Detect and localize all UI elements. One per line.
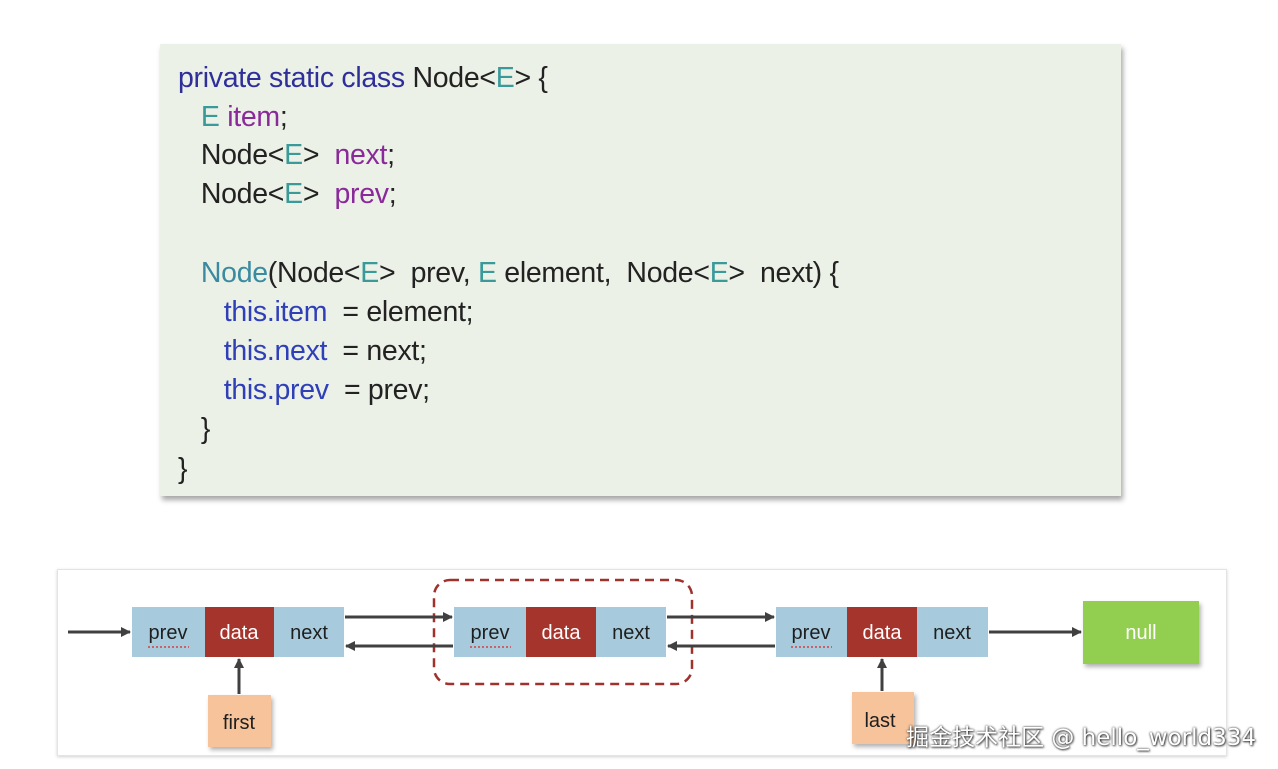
code-card: private static class Node<E> { E item; N… [160,44,1121,496]
code-token: = prev; [328,374,430,406]
code-token: item [219,101,280,133]
first-label: first [223,712,256,734]
code-token: > next) { [728,257,839,289]
code-token: E [477,257,497,289]
code-line-3: Node<E> next; [178,138,395,172]
node-1-data-label: data [220,622,260,644]
node-1-data-cell [205,607,274,657]
code-token: E [360,257,379,289]
node-3-data-cell [847,607,917,657]
code-line-7: this.item = element; [178,295,474,329]
node-3-prev-label: prev [792,622,831,644]
node-1: prev data next [132,607,344,657]
code-token: element, Node< [496,257,710,289]
code-token [178,296,224,328]
null-label: null [1125,622,1156,644]
node-2-prev-cell [454,607,526,657]
last-box [852,692,914,744]
code-token: } [178,453,188,485]
code-token: this.next [223,335,328,367]
code-line-9: this.prev = prev; [178,373,430,407]
code-token: > prev, [378,257,478,289]
code-token: } [178,413,211,445]
code-token [178,101,201,133]
code-token: private static class [178,62,405,94]
code-token: E [200,101,220,133]
last-label: last [864,710,896,732]
code-token: E [284,139,303,171]
null-box [1083,601,1199,664]
code-line-11: } [178,452,188,486]
code-line-1: private static class Node<E> { [178,61,548,95]
code-token: next [334,139,388,171]
code-line-8: this.next = next; [178,334,427,368]
node-2-next-label: next [612,622,650,644]
code-token: Node< [404,62,496,94]
node-2: prev data next [454,607,666,657]
code-token: = element; [327,296,474,328]
code-line-2: E item; [178,100,288,134]
code-line-10: } [178,412,211,446]
code-token: this.prev [223,374,329,406]
node-3-data-label: data [863,622,903,644]
watermark: 掘金技术社区 @ hello_world334 [906,725,1256,751]
code-token: this.item [223,296,328,328]
node-1-next-cell [274,607,344,657]
node-1-prev-cell [132,607,205,657]
code-token: > { [514,62,548,94]
node-1-prev-label: prev [149,622,188,644]
first-box [208,695,271,747]
code-token: E [284,178,303,210]
code-token: E [495,62,515,94]
code-token: ; [387,139,395,171]
code-token: > [302,178,335,210]
node-1-next-label: next [290,622,328,644]
node-2-data-label: data [542,622,582,644]
code-token: (Node< [267,257,361,289]
node-3-next-label: next [933,622,971,644]
node-2-data-cell [526,607,596,657]
code-token: prev [334,178,389,210]
linked-list-svg: prev data next prev data next prev data … [68,578,1199,747]
code-token [178,374,224,406]
code-token: = next; [327,335,427,367]
code-token: Node [200,257,268,289]
code-token: > [302,139,335,171]
code-line-4: Node<E> prev; [178,177,397,211]
node-2-prev-label: prev [471,622,510,644]
node-2-next-cell [596,607,666,657]
code-token [178,335,224,367]
code-token: E [709,257,729,289]
code-token: ; [388,178,397,210]
linked-list-diagram: prev data next prev data next prev data … [57,569,1227,756]
code-token: Node< [178,139,285,171]
code-line-6: Node(Node<E> prev, E element, Node<E> ne… [178,256,839,290]
node-3-next-cell [917,607,988,657]
node-3-prev-cell [776,607,847,657]
highlighted-node-outline [432,578,694,686]
code-token: Node< [178,178,285,210]
code-token [178,257,201,289]
code-token: ; [279,101,288,133]
node-3: prev data next [776,607,988,657]
